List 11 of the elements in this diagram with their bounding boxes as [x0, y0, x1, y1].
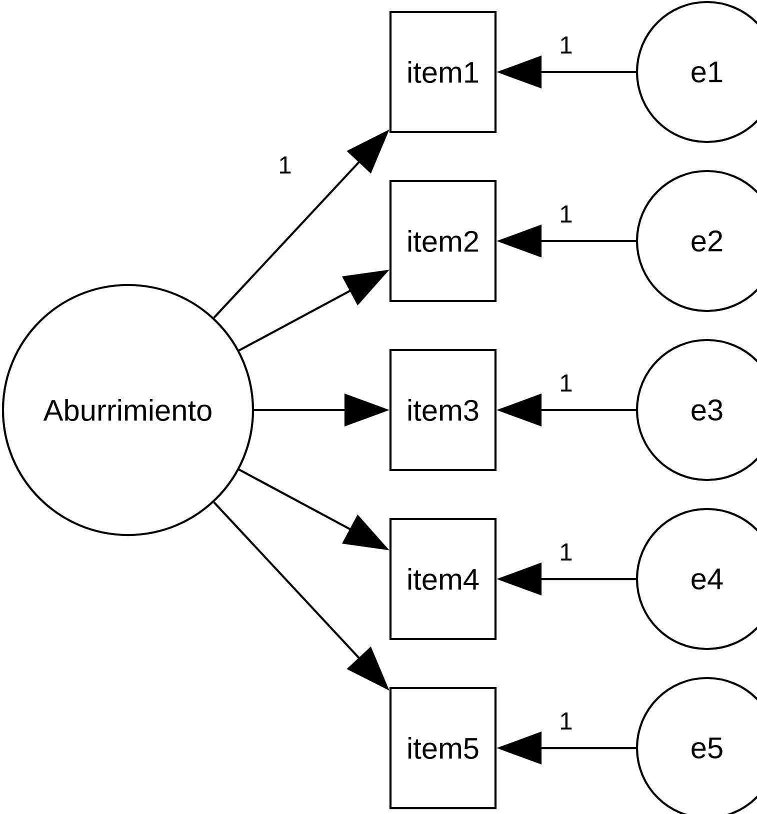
item-box: item3	[389, 348, 497, 472]
item-box: item5	[389, 686, 497, 810]
edge-label: 1	[557, 542, 575, 562]
edge-label: 1	[557, 34, 575, 56]
edge-label: 1	[276, 154, 294, 176]
item-box: item4	[389, 518, 497, 640]
item-box: item1	[389, 10, 497, 134]
item-box: item2	[389, 180, 497, 302]
edge-label: 1	[557, 710, 575, 732]
edge-label: 1	[557, 204, 575, 224]
edge-label: 1	[557, 372, 575, 394]
